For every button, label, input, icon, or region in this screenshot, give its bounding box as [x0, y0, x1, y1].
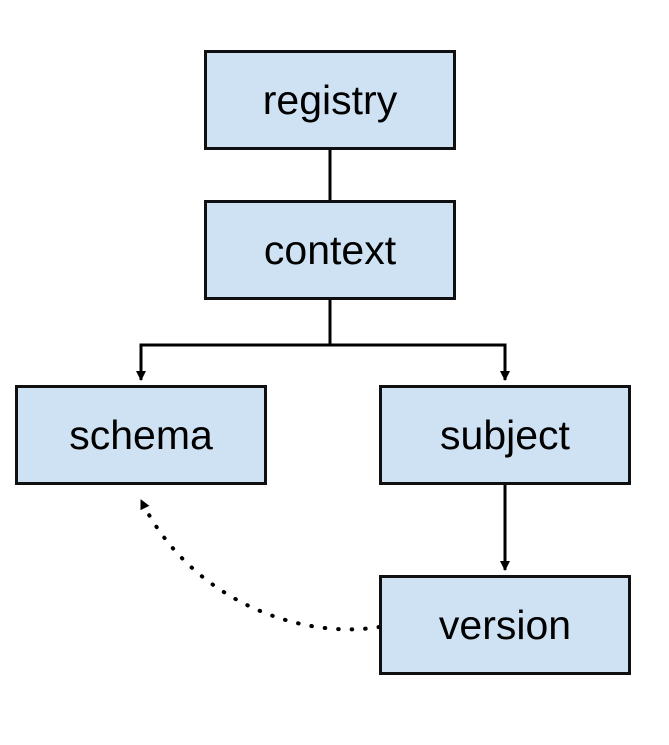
edge-version-to-schema	[139, 498, 381, 632]
node-registry[interactable]: registry	[204, 50, 456, 150]
node-version-label: version	[438, 601, 572, 648]
edge-context-to-schema	[136, 300, 332, 381]
node-registry-label: registry	[262, 76, 398, 123]
node-context[interactable]: context	[204, 200, 456, 300]
node-version[interactable]: version	[379, 575, 631, 675]
node-context-label: context	[263, 226, 397, 273]
edge-context-to-subject	[328, 300, 510, 381]
node-subject-label: subject	[440, 411, 570, 458]
node-schema-label: schema	[69, 411, 213, 458]
node-subject[interactable]: subject	[379, 385, 631, 485]
node-schema[interactable]: schema	[15, 385, 267, 485]
